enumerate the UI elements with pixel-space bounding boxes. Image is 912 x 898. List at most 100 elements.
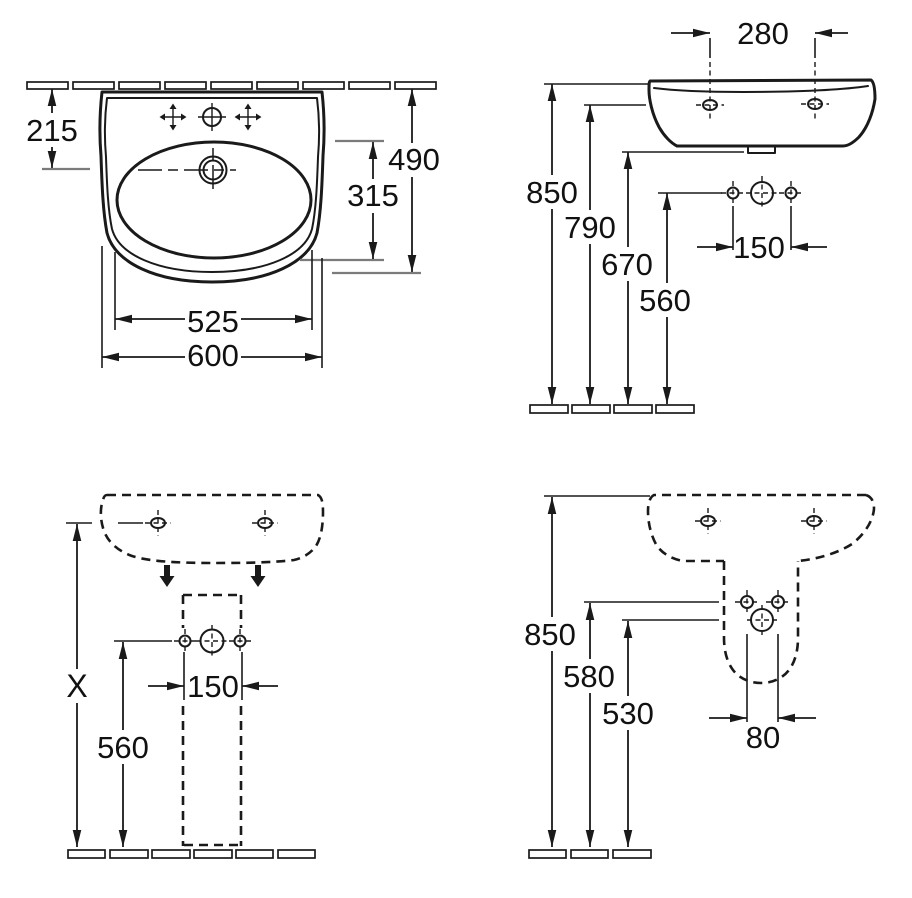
cross-tick [240, 109, 256, 125]
tap-hole-center [198, 103, 226, 131]
dimension-790: 790 [562, 105, 618, 404]
floor-tile [67, 849, 106, 859]
pedestal-side-dim-80: 80 [746, 720, 780, 755]
floor-tile [235, 849, 274, 859]
mount-arrow-down [159, 565, 175, 587]
label-mask [561, 659, 617, 693]
dimension-560-pedestal: 560 [95, 642, 151, 847]
dimension-280: 280 [671, 16, 848, 86]
fixing-hole-left [695, 508, 721, 534]
floor-tile [612, 849, 652, 859]
pedestal-front-dim-x: X [66, 668, 87, 704]
cross-arrowheads [159, 103, 187, 131]
wall-tile [72, 81, 115, 90]
floor-tile [655, 404, 695, 414]
hole-crosshair [801, 508, 827, 534]
dimension-x: X [59, 524, 95, 847]
front-view-dim-150: 150 [733, 230, 785, 265]
fixing-hole-left [145, 510, 171, 536]
wall-tile [256, 81, 299, 90]
cross-arrowheads [234, 103, 262, 131]
label-mask [25, 113, 79, 147]
hole-crosshair [174, 629, 196, 653]
top-view-dim-600: 600 [187, 338, 239, 373]
connection-holes [174, 625, 251, 657]
fixing-hole-left [696, 88, 724, 122]
mount-arrow-down [250, 565, 266, 587]
floor-tile [528, 849, 567, 859]
hole-crosshair [735, 590, 759, 614]
floor-tile-strip [529, 404, 695, 414]
label-mask [637, 283, 693, 317]
view-pedestal-side: 850 580 530 80 [522, 493, 876, 859]
label-mask [95, 730, 151, 764]
pedestal-side-dim-580: 580 [563, 659, 615, 694]
pedestal-side-dim-850: 850 [524, 617, 576, 652]
connection-holes [721, 176, 803, 210]
floor-tile [571, 404, 611, 414]
hole-crosshair [747, 605, 777, 635]
top-view-dim-215: 215 [26, 113, 78, 148]
hole-crosshair [746, 176, 778, 210]
pedestal-side-dim-530: 530 [602, 696, 654, 731]
front-view-dim-850: 850 [526, 175, 578, 210]
label-mask [385, 143, 443, 177]
wall-tile [26, 81, 69, 90]
hole-crosshair [229, 629, 251, 653]
waste-hole [750, 608, 774, 632]
fixing-hole-right [801, 88, 829, 121]
wall-tile [302, 81, 345, 90]
label-mask [59, 669, 95, 703]
floor-tile [151, 849, 191, 859]
basin-outline [98, 90, 326, 284]
label-mask [600, 247, 656, 281]
view-basin-front: 280 [524, 16, 877, 414]
basin-outline-dashed [99, 493, 325, 565]
floor-tile-strip [67, 849, 316, 859]
view-basin-top: 215 490 315 525 [25, 81, 443, 373]
label-mask [562, 210, 618, 244]
dimension-530: 530 [600, 621, 658, 847]
label-mask [522, 617, 578, 651]
front-view-dim-560: 560 [639, 283, 691, 318]
dimension-580: 580 [561, 603, 617, 847]
top-view-dim-525: 525 [187, 304, 239, 339]
dimension-850: 850 [524, 84, 580, 404]
top-view-dim-490: 490 [388, 142, 440, 177]
hole-crosshair [196, 625, 228, 657]
wall-tile [118, 81, 161, 90]
waste-hole-center [199, 628, 225, 654]
pedestal-top-dashed [181, 593, 243, 628]
cross-tick [165, 109, 181, 125]
label-mask [600, 696, 658, 730]
wall-tile [164, 81, 207, 90]
dimension-490: 490 [332, 89, 443, 275]
dimension-150-front: 150 [697, 206, 827, 265]
dimension-600: 600 [101, 246, 323, 373]
fixing-hole-right [252, 510, 278, 536]
floor-tile [570, 849, 609, 859]
tap-hole-mark-right [234, 103, 262, 131]
front-view-dim-790: 790 [564, 210, 616, 245]
hole-crosshair [696, 88, 724, 122]
dimension-80: 80 [709, 634, 816, 755]
basin-outline-dashed [797, 493, 876, 563]
dimension-850-side: 850 [522, 497, 578, 847]
drain-hole [138, 148, 236, 192]
wall-tile [348, 81, 391, 90]
pedestal-front-dim-150: 150 [187, 669, 239, 704]
basin-rim-front-edge [653, 85, 869, 93]
basin-profile-outline [647, 78, 877, 148]
hole-crosshair [779, 181, 803, 205]
wall-tile [394, 81, 437, 90]
view-pedestal-front: X 560 150 [59, 493, 325, 859]
front-view-dim-670: 670 [601, 247, 653, 282]
wall-tile [210, 81, 253, 90]
tap-hole-crosshair [198, 103, 226, 131]
floor-tile [193, 849, 233, 859]
basin-rim-inner-edge [103, 97, 321, 273]
fixing-hole-right [801, 508, 827, 534]
label-mask [524, 175, 580, 209]
dimension-560: 560 [637, 193, 693, 404]
floor-tile-strip [528, 849, 652, 859]
